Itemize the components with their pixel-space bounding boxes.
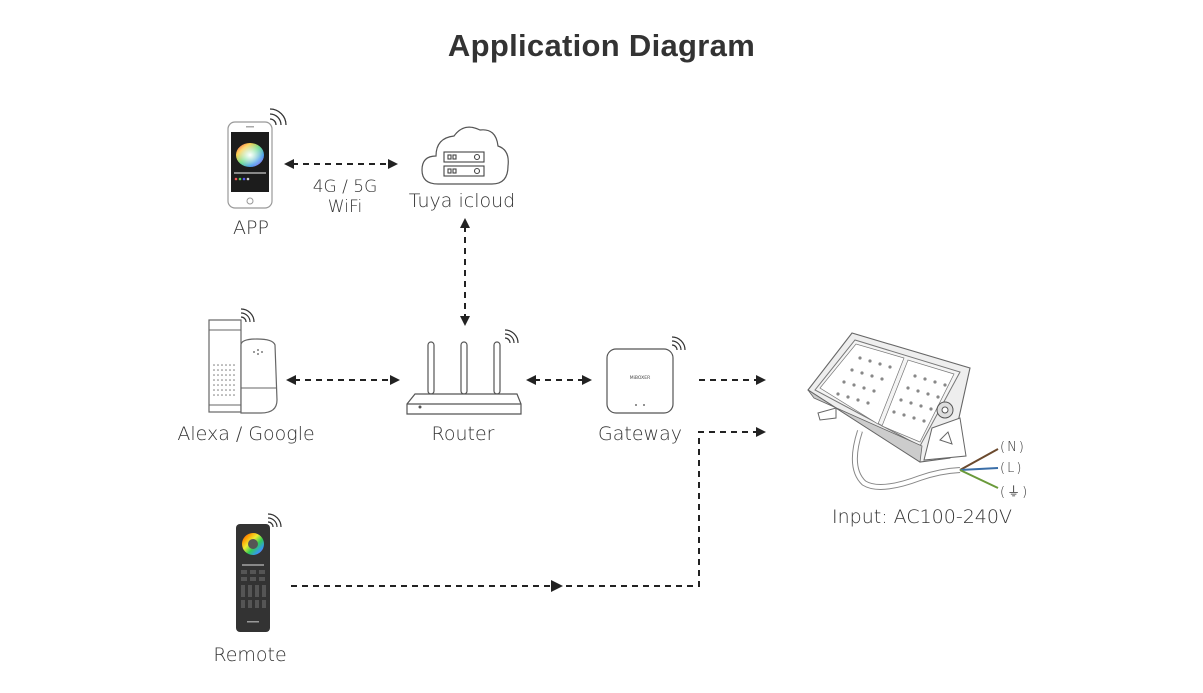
light-input-label: Input: AC100-240V <box>832 506 1012 528</box>
led-array <box>819 343 955 443</box>
wifi-signal-icon <box>504 329 519 344</box>
link-label-line-2: WiFi <box>327 197 363 217</box>
remote-arrow-midpoint <box>551 580 563 592</box>
gateway-icon: MiBOXER <box>606 336 686 414</box>
alexa-google-node <box>205 305 285 415</box>
diagram-title: Application Diagram <box>447 28 756 63</box>
speaker-grille <box>213 364 235 396</box>
wire-label-ground: (⏚) <box>1000 485 1030 500</box>
wifi-signal-icon <box>240 308 255 323</box>
router-icon <box>406 329 522 415</box>
app-cloud-link-label: 4G / 5G WiFi <box>300 177 390 217</box>
remote-label: Remote <box>213 644 287 666</box>
wifi-signal-icon <box>267 513 282 528</box>
wire-label-l: (L) <box>1000 461 1024 476</box>
flood-light-node <box>800 328 1040 503</box>
smartphone-icon <box>227 108 287 209</box>
cloud-node <box>418 120 513 188</box>
flood-light-icon <box>807 332 999 490</box>
smart-speaker-icon <box>208 308 278 414</box>
wire-live <box>959 467 999 471</box>
router-node <box>405 322 525 417</box>
wire-label-n: (N) <box>1000 440 1026 455</box>
link-label-line-1: 4G / 5G <box>312 177 378 197</box>
gateway-label: Gateway <box>598 423 682 445</box>
gateway-node: MiBOXER <box>604 333 694 418</box>
connector-remote-light <box>291 427 766 587</box>
wifi-signal-icon <box>671 336 686 351</box>
app-node <box>222 105 292 210</box>
cloud-label: Tuya icloud <box>408 190 516 212</box>
wire-ground <box>959 469 999 489</box>
remote-node <box>230 510 290 635</box>
alexa-google-label: Alexa / Google <box>177 423 315 445</box>
router-label: Router <box>431 423 495 445</box>
wire-neutral <box>959 448 999 471</box>
gateway-brand: MiBOXER <box>630 375 650 381</box>
wifi-signal-icon <box>269 108 287 126</box>
remote-control-icon <box>236 513 282 632</box>
cloud-server-icon <box>421 126 509 185</box>
app-label: APP <box>233 217 269 239</box>
